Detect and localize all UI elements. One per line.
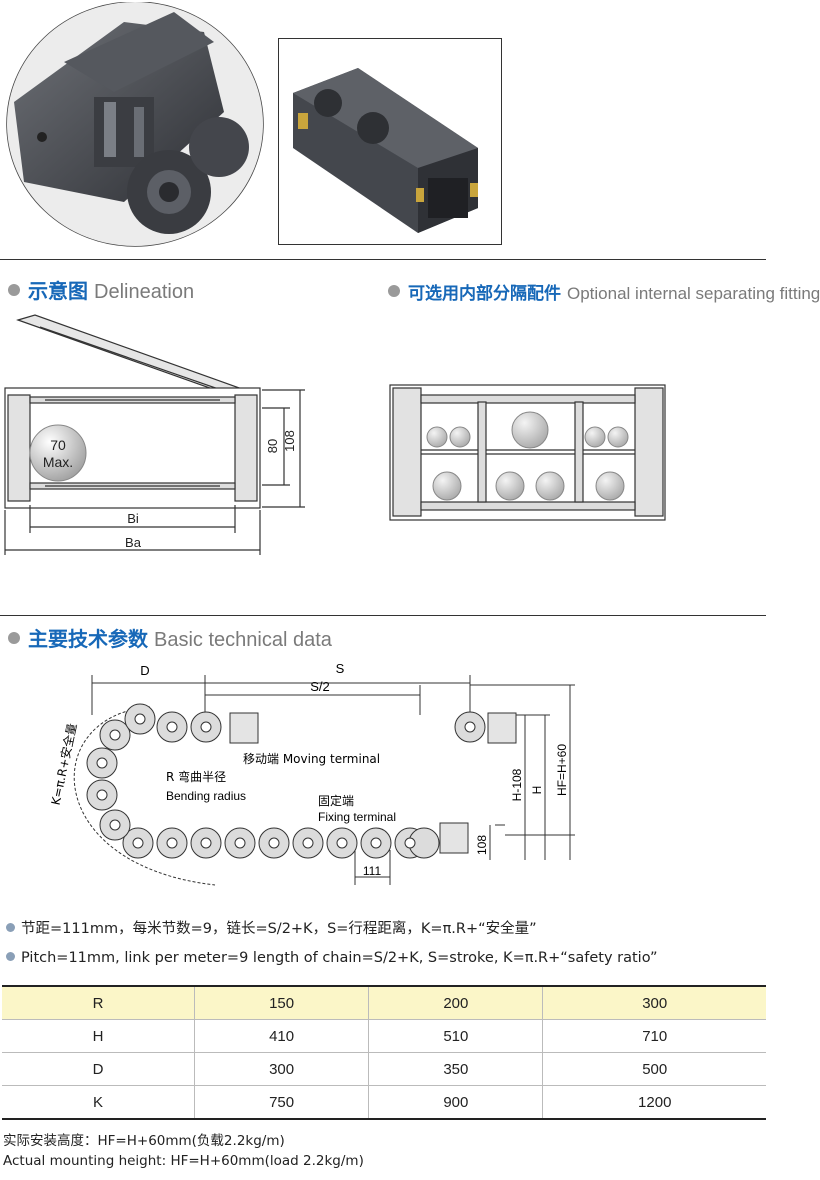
bullet-icon [6, 923, 15, 932]
table-cell: 350 [368, 1052, 543, 1086]
dim-max-label: Max. [43, 454, 73, 470]
dim-d-label: D [140, 663, 149, 678]
bending-radius-en: Bending radius [166, 789, 246, 803]
table-cell: K [2, 1085, 195, 1120]
table-header-cell: R [2, 985, 195, 1020]
table-row: K 750 900 1200 [2, 1085, 766, 1120]
table-row: H 410 510 710 [2, 1019, 766, 1053]
table-cell: 410 [193, 1019, 369, 1053]
pitch-note-en: Pitch=11mm, link per meter=9 length of c… [6, 950, 658, 966]
table-cell: 710 [542, 1019, 766, 1053]
dim-h108-label: H-108 [510, 768, 524, 801]
pitch-note-cn: 节距=111mm，每米节数=9，链长=S/2+K，S=行程距离，K=π.R+“安… [6, 917, 537, 938]
table-cell: 510 [368, 1019, 543, 1053]
table-cell: H [2, 1019, 195, 1053]
table-row: D 300 350 500 [2, 1052, 766, 1086]
table-cell: D [2, 1052, 195, 1086]
bullet-icon [388, 285, 400, 297]
chain-layout-diagram: D S S/2 K=π.R+安全量 移动端 Moving terminal R … [48, 661, 575, 886]
table-header-cell: 300 [542, 985, 766, 1020]
dim-hf-label: HF=H+60 [555, 744, 569, 796]
bullet-icon [8, 284, 20, 296]
table-header-row: R 150 200 300 [2, 985, 766, 1020]
mounting-height-en: Actual mounting height: HF=H+60mm(load 2… [3, 1153, 364, 1169]
dim-70-label: 70 [50, 437, 66, 453]
table-header-cell: 200 [368, 985, 543, 1020]
dim-bi-label: Bi [127, 511, 139, 526]
dim-80-label: 80 [265, 439, 280, 453]
dim-h-label: H [530, 786, 544, 795]
table-cell: 750 [193, 1085, 369, 1120]
table-cell: 900 [368, 1085, 543, 1120]
dim-s2-label: S/2 [310, 679, 330, 694]
chain-closeup-photo [6, 2, 264, 247]
fixing-terminal-en: Fixing terminal [318, 810, 396, 824]
dim-ba-label: Ba [125, 535, 142, 550]
dim-k-label: K=π.R+安全量 [48, 722, 80, 807]
table-cell: 500 [542, 1052, 766, 1086]
moving-terminal-label: 移动端 Moving terminal [243, 752, 380, 766]
mounting-height-cn: 实际安装高度：HF=H+60mm(负载2.2kg/m) [3, 1133, 285, 1149]
bullet-icon [8, 632, 20, 644]
bullet-icon [6, 952, 15, 961]
spec-table: R 150 200 300 H 410 510 710 D 300 350 50… [2, 985, 766, 1120]
table-cell: 300 [193, 1052, 369, 1086]
separating-fittings-diagram [389, 384, 666, 521]
dim-108-label: 108 [282, 430, 297, 452]
dim-s-label: S [336, 661, 345, 676]
dim-108-chain-label: 108 [475, 835, 489, 855]
chain-link-photo [278, 38, 502, 245]
delineation-diagram: 70 Max. 80 108 Bi Ba [4, 314, 305, 555]
table-header-cell: 150 [193, 985, 369, 1020]
dim-111-label: 111 [363, 864, 382, 878]
table-cell: 1200 [542, 1085, 766, 1120]
bending-radius-cn: R 弯曲半径 [166, 769, 226, 784]
fixing-terminal-cn: 固定端 [318, 793, 354, 808]
